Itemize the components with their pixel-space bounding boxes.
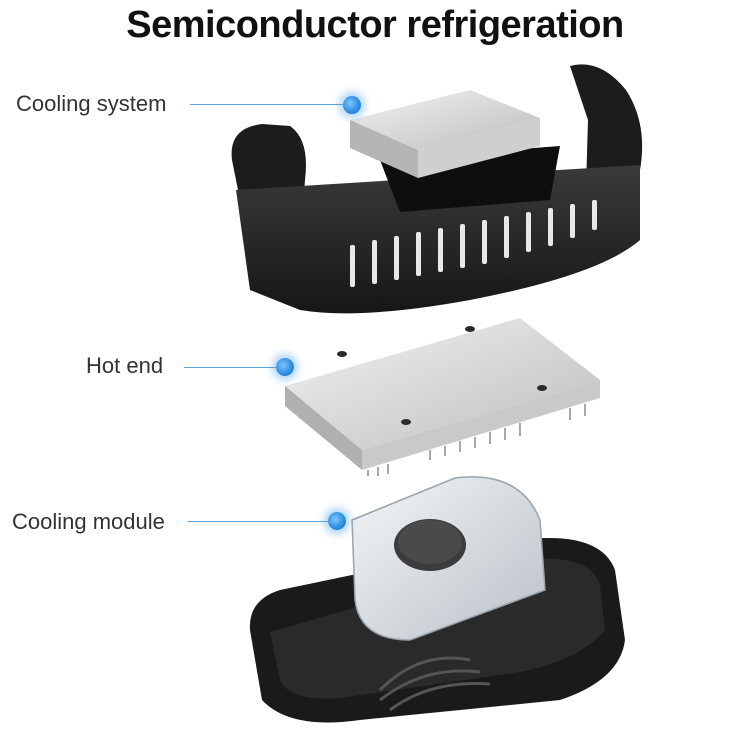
hot-end-leader-line <box>184 367 279 368</box>
cooling-module-marker-icon <box>328 512 346 530</box>
hot-end-marker-icon <box>276 358 294 376</box>
cooling-system-leader-line <box>190 104 348 105</box>
cooling-module-leader-line <box>188 521 330 522</box>
page-title: Semiconductor refrigeration <box>126 4 624 46</box>
cooling-system-marker-icon <box>343 96 361 114</box>
cooling-system-label: Cooling system <box>16 91 167 116</box>
cooling-module-label: Cooling module <box>12 509 165 534</box>
hot-end-label: Hot end <box>86 353 164 378</box>
clamp-housing <box>231 64 643 314</box>
heat-sink <box>285 318 600 476</box>
fan-and-base <box>249 476 625 723</box>
